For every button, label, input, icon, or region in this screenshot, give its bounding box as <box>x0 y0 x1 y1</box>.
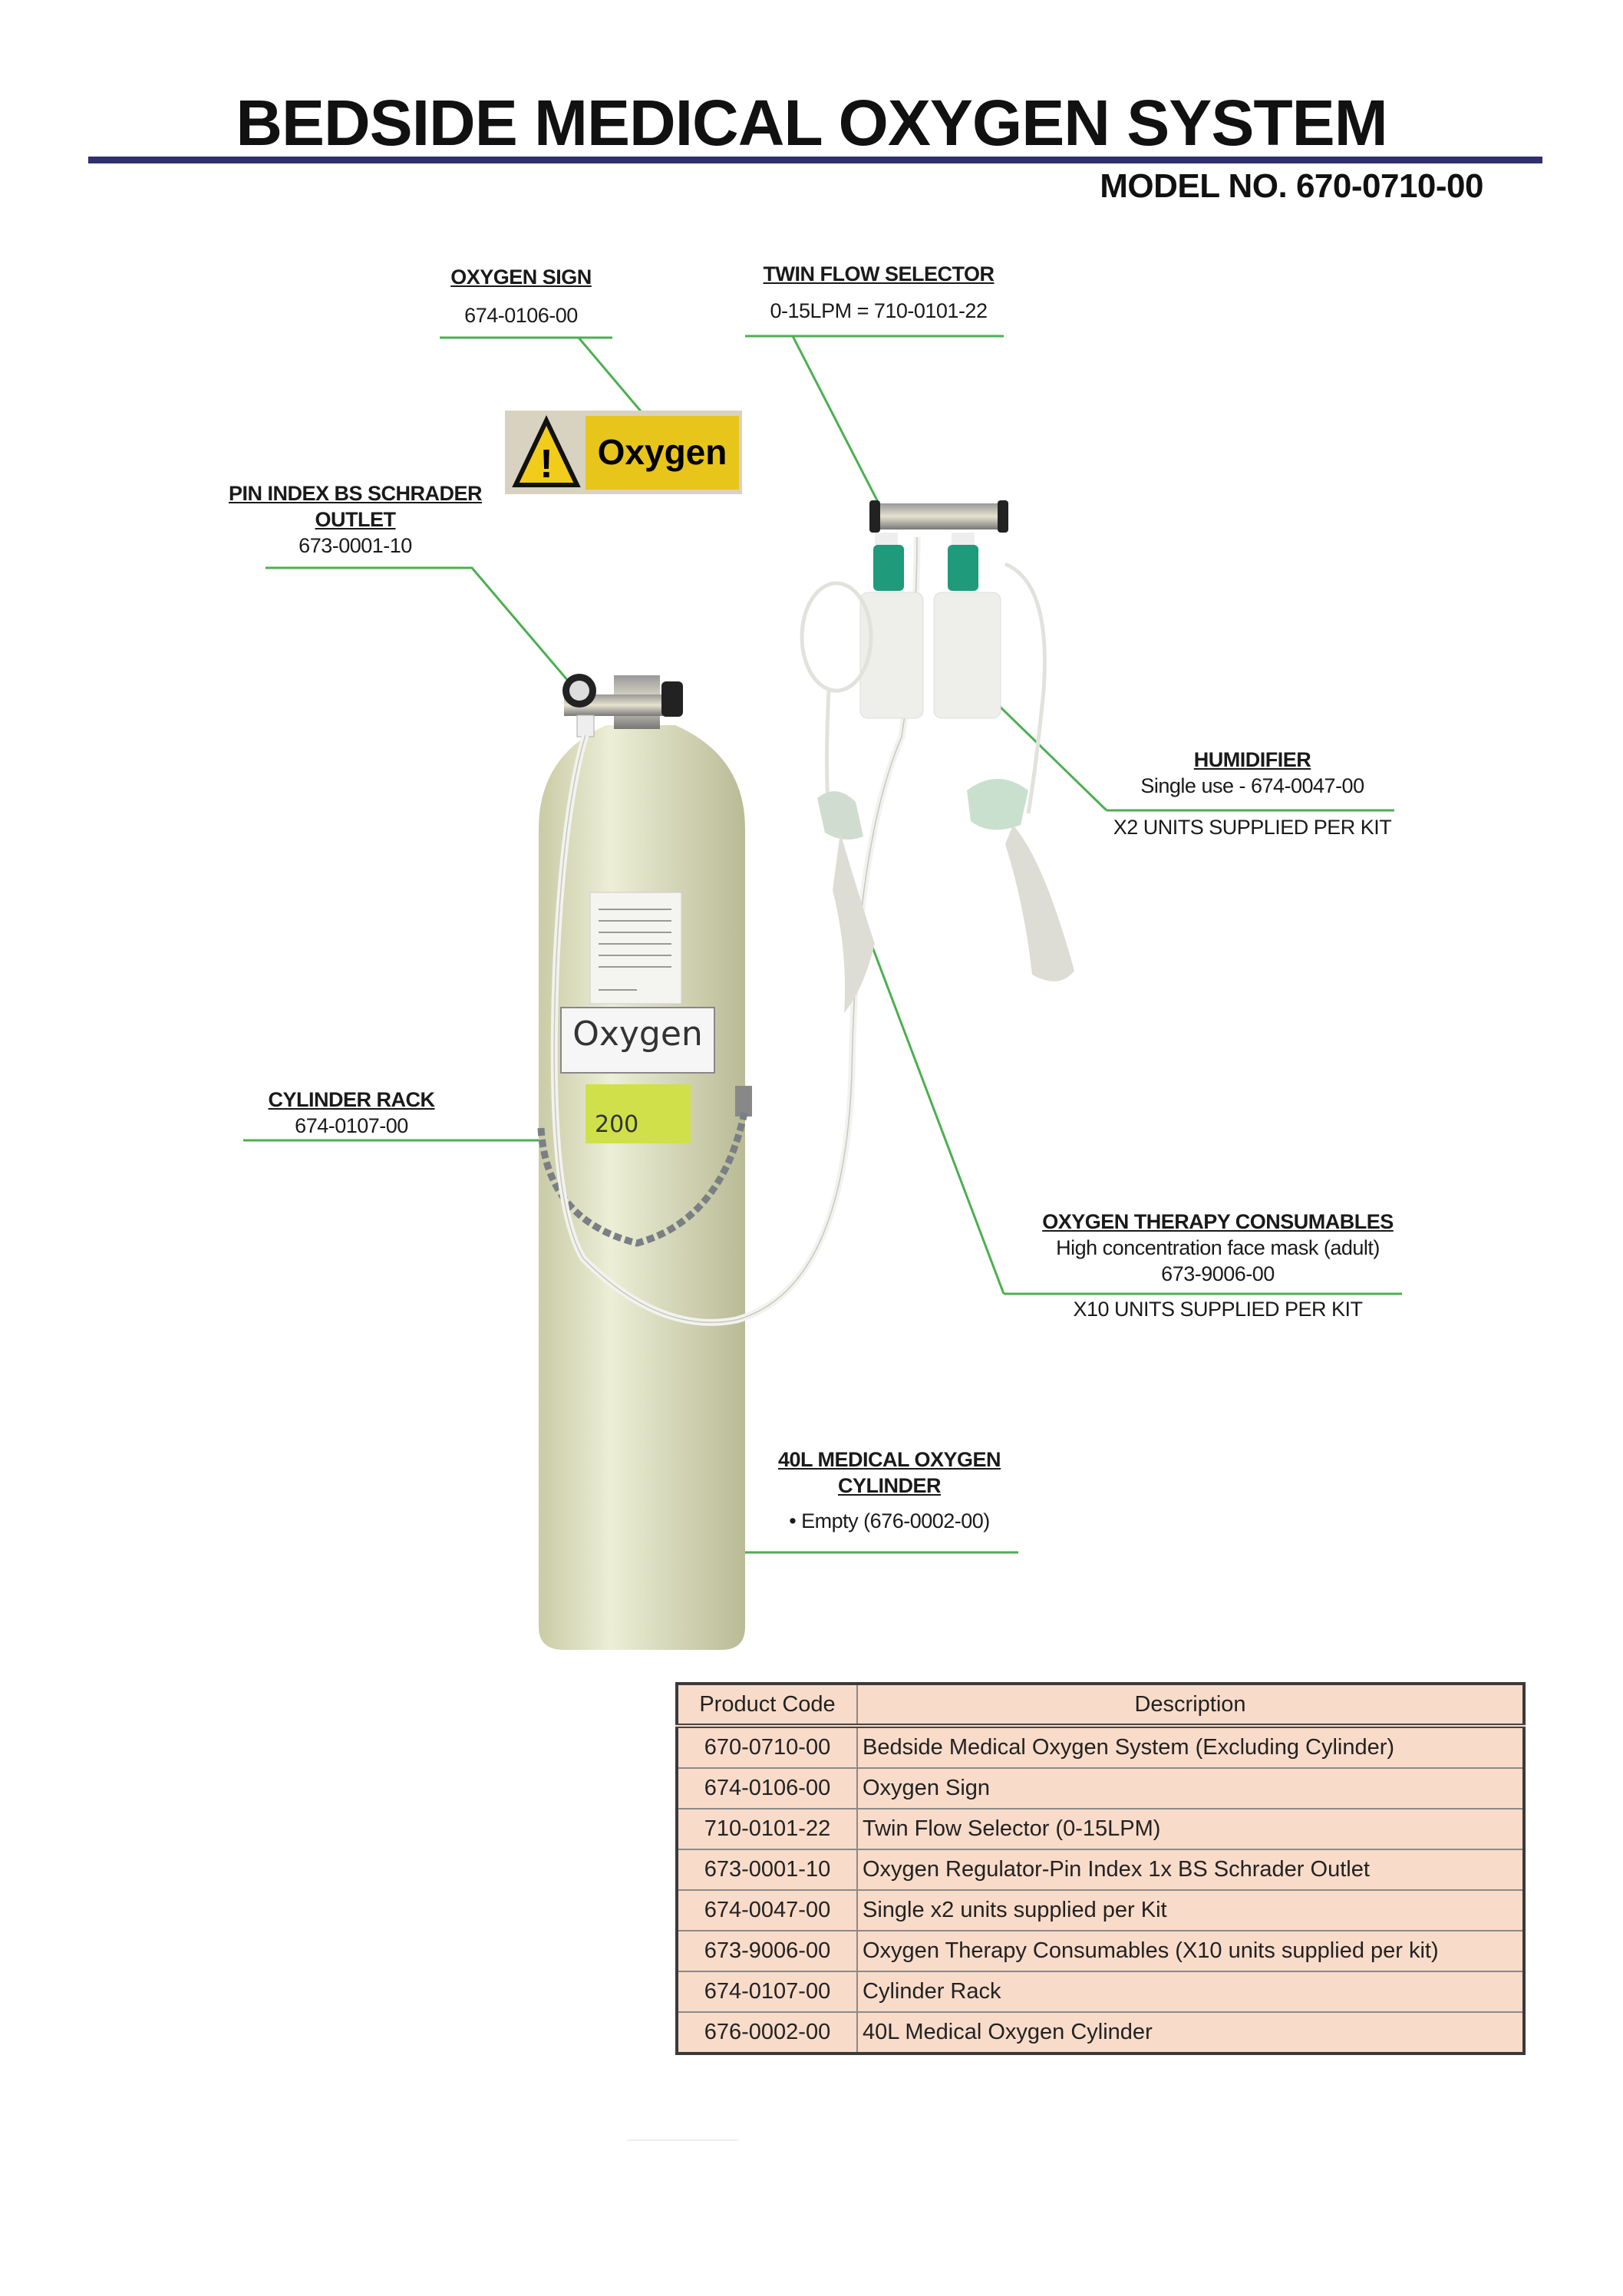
product-code-cell: 676-0002-00 <box>676 2011 858 2054</box>
callout-oxygen-therapy-consumables: OXYGEN THERAPY CONSUMABLES High concentr… <box>1042 1209 1394 1322</box>
column-header-product-code: Product Code <box>676 1683 858 1728</box>
leader-twin-flow <box>745 335 1004 503</box>
twin-flow-selector-image <box>800 500 1074 1013</box>
callout-heading: CYLINDER RACK <box>268 1088 435 1111</box>
callout-pin-index-outlet: PIN INDEX BS SCHRADER OUTLET 673-0001-10 <box>228 480 483 559</box>
callout-heading: TWIN FLOW SELECTOR <box>763 262 995 285</box>
product-code-cell: 674-0106-00 <box>676 1767 858 1809</box>
oxygen-sign-image: ! Oxygen <box>505 411 742 494</box>
chain <box>537 1112 748 1247</box>
page-title: BEDSIDE MEDICAL OXYGEN SYSTEM <box>236 87 1387 159</box>
pressure-value: 200 <box>595 1111 638 1138</box>
callout-medical-oxygen-cylinder: 40L MEDICAL OXYGEN CYLINDER • Empty (676… <box>778 1447 1001 1534</box>
callout-code: • Empty (676-0002-00) <box>789 1509 990 1532</box>
callout-heading: OUTLET <box>315 508 396 531</box>
callout-cylinder-rack: CYLINDER RACK 674-0107-00 <box>268 1087 435 1139</box>
callout-heading: 40L MEDICAL OXYGEN <box>777 1448 1001 1471</box>
description-cell: Twin Flow Selector (0-15LPM) <box>856 1808 1525 1850</box>
reservoir-bag <box>1005 825 1074 981</box>
callout-code: 673-9006-00 <box>1161 1262 1275 1285</box>
sign-text: Oxygen <box>598 432 727 472</box>
callout-code: 0-15LPM = 710-0101-22 <box>770 299 988 322</box>
column-header-description: Description <box>856 1683 1525 1728</box>
callout-twin-flow-selector: TWIN FLOW SELECTOR 0-15LPM = 710-0101-22 <box>764 261 995 324</box>
description-cell: 40L Medical Oxygen Cylinder <box>856 2011 1525 2054</box>
callout-code: 674-0107-00 <box>295 1114 408 1137</box>
product-code-cell: 673-9006-00 <box>676 1930 858 1972</box>
product-code-cell: 674-0107-00 <box>676 1971 858 2013</box>
product-code-cell: 670-0710-00 <box>676 1725 858 1769</box>
callout-heading: OXYGEN SIGN <box>450 266 592 289</box>
description-cell: Single x2 units supplied per Kit <box>856 1889 1525 1931</box>
leader-consumables <box>859 914 1402 1295</box>
description-cell: Cylinder Rack <box>856 1971 1525 2013</box>
oxygen-cylinder-image: Oxygen 200 <box>537 536 921 1650</box>
description-cell: Oxygen Therapy Consumables (X10 units su… <box>856 1930 1525 1972</box>
callout-heading: CYLINDER <box>837 1474 942 1497</box>
callout-heading: PIN INDEX BS SCHRADER <box>228 482 483 505</box>
description-cell: Bedside Medical Oxygen System (Excluding… <box>856 1725 1525 1769</box>
face-mask <box>967 779 1028 830</box>
callout-description: High concentration face mask (adult) <box>1056 1236 1380 1259</box>
leader-pin-index <box>266 566 574 687</box>
callout-code: 673-0001-10 <box>299 534 412 557</box>
leader-oxygen-sign <box>440 336 648 418</box>
face-mask <box>817 791 863 840</box>
table-header-row: Product Code Description <box>676 1683 1525 1728</box>
humidifier-bottle <box>859 592 924 719</box>
callout-note: X10 UNITS SUPPLIED PER KIT <box>1073 1298 1363 1321</box>
callout-code: Single use - 674-0047-00 <box>1140 774 1364 797</box>
faint-divider <box>627 2139 738 2141</box>
callout-heading: OXYGEN THERAPY CONSUMABLES <box>1042 1210 1394 1233</box>
description-cell: Oxygen Regulator-Pin Index 1x BS Schrade… <box>856 1849 1525 1891</box>
svg-text:!: ! <box>539 442 553 487</box>
product-code-cell: 674-0047-00 <box>676 1889 858 1931</box>
title-rule <box>88 157 1542 163</box>
callout-note: X2 UNITS SUPPLIED PER KIT <box>1113 816 1392 839</box>
callout-heading: HUMIDIFIER <box>1193 748 1311 771</box>
callout-humidifier: HUMIDIFIER Single use - 674-0047-00 X2 U… <box>1113 747 1392 840</box>
valve-knob <box>661 681 683 717</box>
reservoir-bag <box>833 833 875 1013</box>
humidifier-bottle <box>933 592 1001 719</box>
callout-oxygen-sign: OXYGEN SIGN 674-0106-00 <box>450 264 592 328</box>
description-cell: Oxygen Sign <box>856 1767 1525 1809</box>
cylinder-label-text: Oxygen <box>572 1014 703 1054</box>
product-code-cell: 710-0101-22 <box>676 1808 858 1850</box>
model-number: MODEL NO. 670-0710-00 <box>1100 167 1483 205</box>
callout-code: 674-0106-00 <box>464 304 578 327</box>
warning-icon <box>512 415 581 487</box>
product-code-cell: 673-0001-10 <box>676 1849 858 1891</box>
